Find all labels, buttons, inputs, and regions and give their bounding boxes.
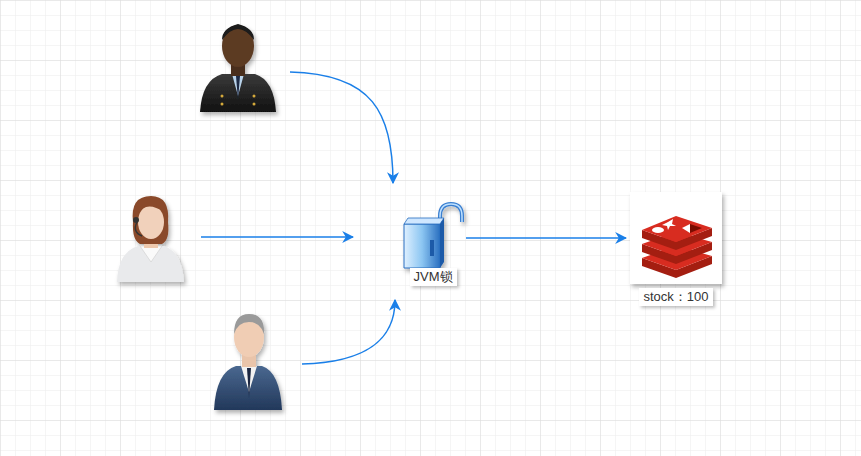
- icon-space: [433, 204, 434, 268]
- connector-arrow: [466, 237, 626, 239]
- person-icon: [200, 24, 276, 112]
- redis-icon: [630, 192, 722, 284]
- flow-arrow: [302, 300, 395, 364]
- flow-arrow: [201, 236, 353, 238]
- flow-arrow: [290, 72, 393, 183]
- lock-node: JVM锁: [398, 204, 468, 286]
- lock-icon: [404, 204, 462, 268]
- redis-node: stock：100: [628, 190, 724, 306]
- person-icon: [117, 196, 184, 282]
- icon-space: [676, 190, 677, 288]
- node-label: JVM锁: [410, 268, 457, 286]
- person-icon: [214, 314, 282, 410]
- node-label: stock：100: [639, 288, 712, 306]
